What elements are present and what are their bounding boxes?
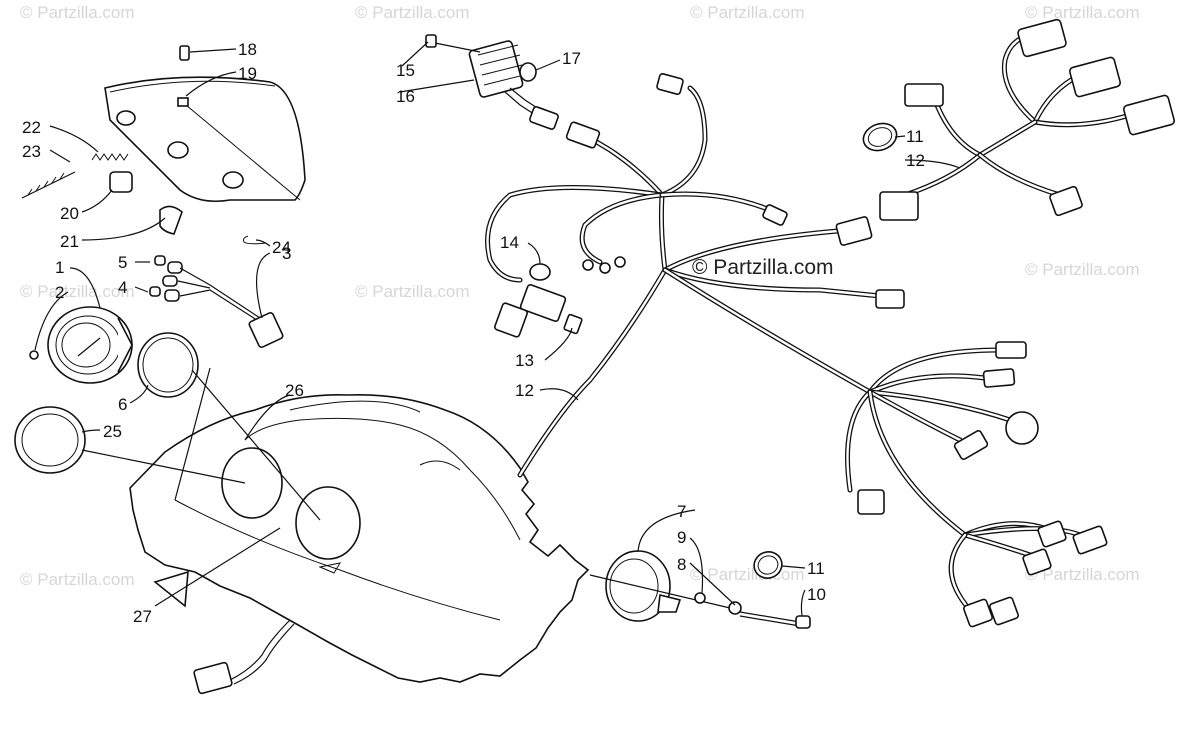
watermark-main: © Partzilla.com [692,256,834,279]
callout-labels: 18 19 22 23 20 21 24 5 4 3 1 2 6 25 26 2… [22,40,925,626]
callout-24: 23 [22,142,41,161]
retainer-spring [243,235,267,245]
callout-9: 9 [677,528,686,547]
callout-8: 8 [677,555,686,574]
fuse-holder [494,263,567,338]
callout-25: 24 [272,238,291,257]
watermark-faint: © Partzilla.com [20,3,135,22]
light-nut [728,601,742,615]
fuse [563,313,583,335]
callout-21: 20 [60,204,79,223]
gauge-ring [137,332,199,398]
headlight-clip [179,45,190,61]
callout-22: 21 [60,232,79,251]
gauge-wire-harness [177,267,284,348]
callout-10: 10 [807,585,826,604]
dash-harness-lead [193,619,295,695]
callout-20: 19 [238,64,257,83]
bezel-ring [14,406,86,474]
watermark-faint: © Partzilla.com [20,282,135,301]
callout-13: 12 [515,381,534,400]
gauge-bulbs [149,255,183,302]
callout-23: 22 [22,118,41,137]
callout-5: 5 [118,253,127,272]
callout-27: 26 [285,381,304,400]
callout-19: 18 [238,40,257,59]
harness-connectors [565,73,1108,628]
callout-3: 3 [282,244,291,263]
callout-1: 1 [55,258,64,277]
bulb-boot [159,205,183,235]
callout-26: 25 [103,422,122,441]
callout-28: 27 [133,607,152,626]
callout-11-lower: 11 [807,559,825,578]
main-wiring-harness [485,85,1093,613]
callout-17: 16 [396,87,415,106]
watermark-faint: © Partzilla.com [355,282,470,301]
callout-4: 4 [118,278,127,297]
dash-panel [129,393,590,683]
adjuster-screw [21,171,76,199]
callout-16: 15 [396,61,415,80]
callout-12: 12 [906,151,925,170]
callout-15: 14 [500,233,519,252]
watermark-faint: © Partzilla.com [20,570,135,589]
watermark-faint: © Partzilla.com [1025,260,1140,279]
watermark-faint: © Partzilla.com [1025,3,1140,22]
cable-tie-lower [753,551,783,579]
gauge-assembly [29,306,133,384]
cable-tie-upper [862,122,898,152]
callout-6: 6 [118,395,127,414]
callout-18: 17 [562,49,581,68]
callout-11-upper: 11 [906,127,924,146]
light-washer [694,592,706,604]
watermark-faint: © Partzilla.com [690,3,805,22]
headlight-housing [104,76,306,203]
watermark-faint: © Partzilla.com [1025,565,1140,584]
watermark-faint: © Partzilla.com [355,3,470,22]
watermark-faint: © Partzilla.com [690,565,805,584]
regulator-nut [519,62,537,82]
light-lead [739,611,811,629]
regulator-lead [504,87,559,130]
warning-decal [153,570,189,608]
callout-7: 7 [677,502,686,521]
bulb-socket [109,171,133,193]
callout-2: 2 [55,283,64,302]
auxiliary-light [589,550,731,622]
callout-14: 13 [515,351,534,370]
leader-lines [34,41,961,617]
adjuster-spring [91,153,129,161]
voltage-regulator [425,34,525,98]
auxiliary-harness [879,18,1175,221]
